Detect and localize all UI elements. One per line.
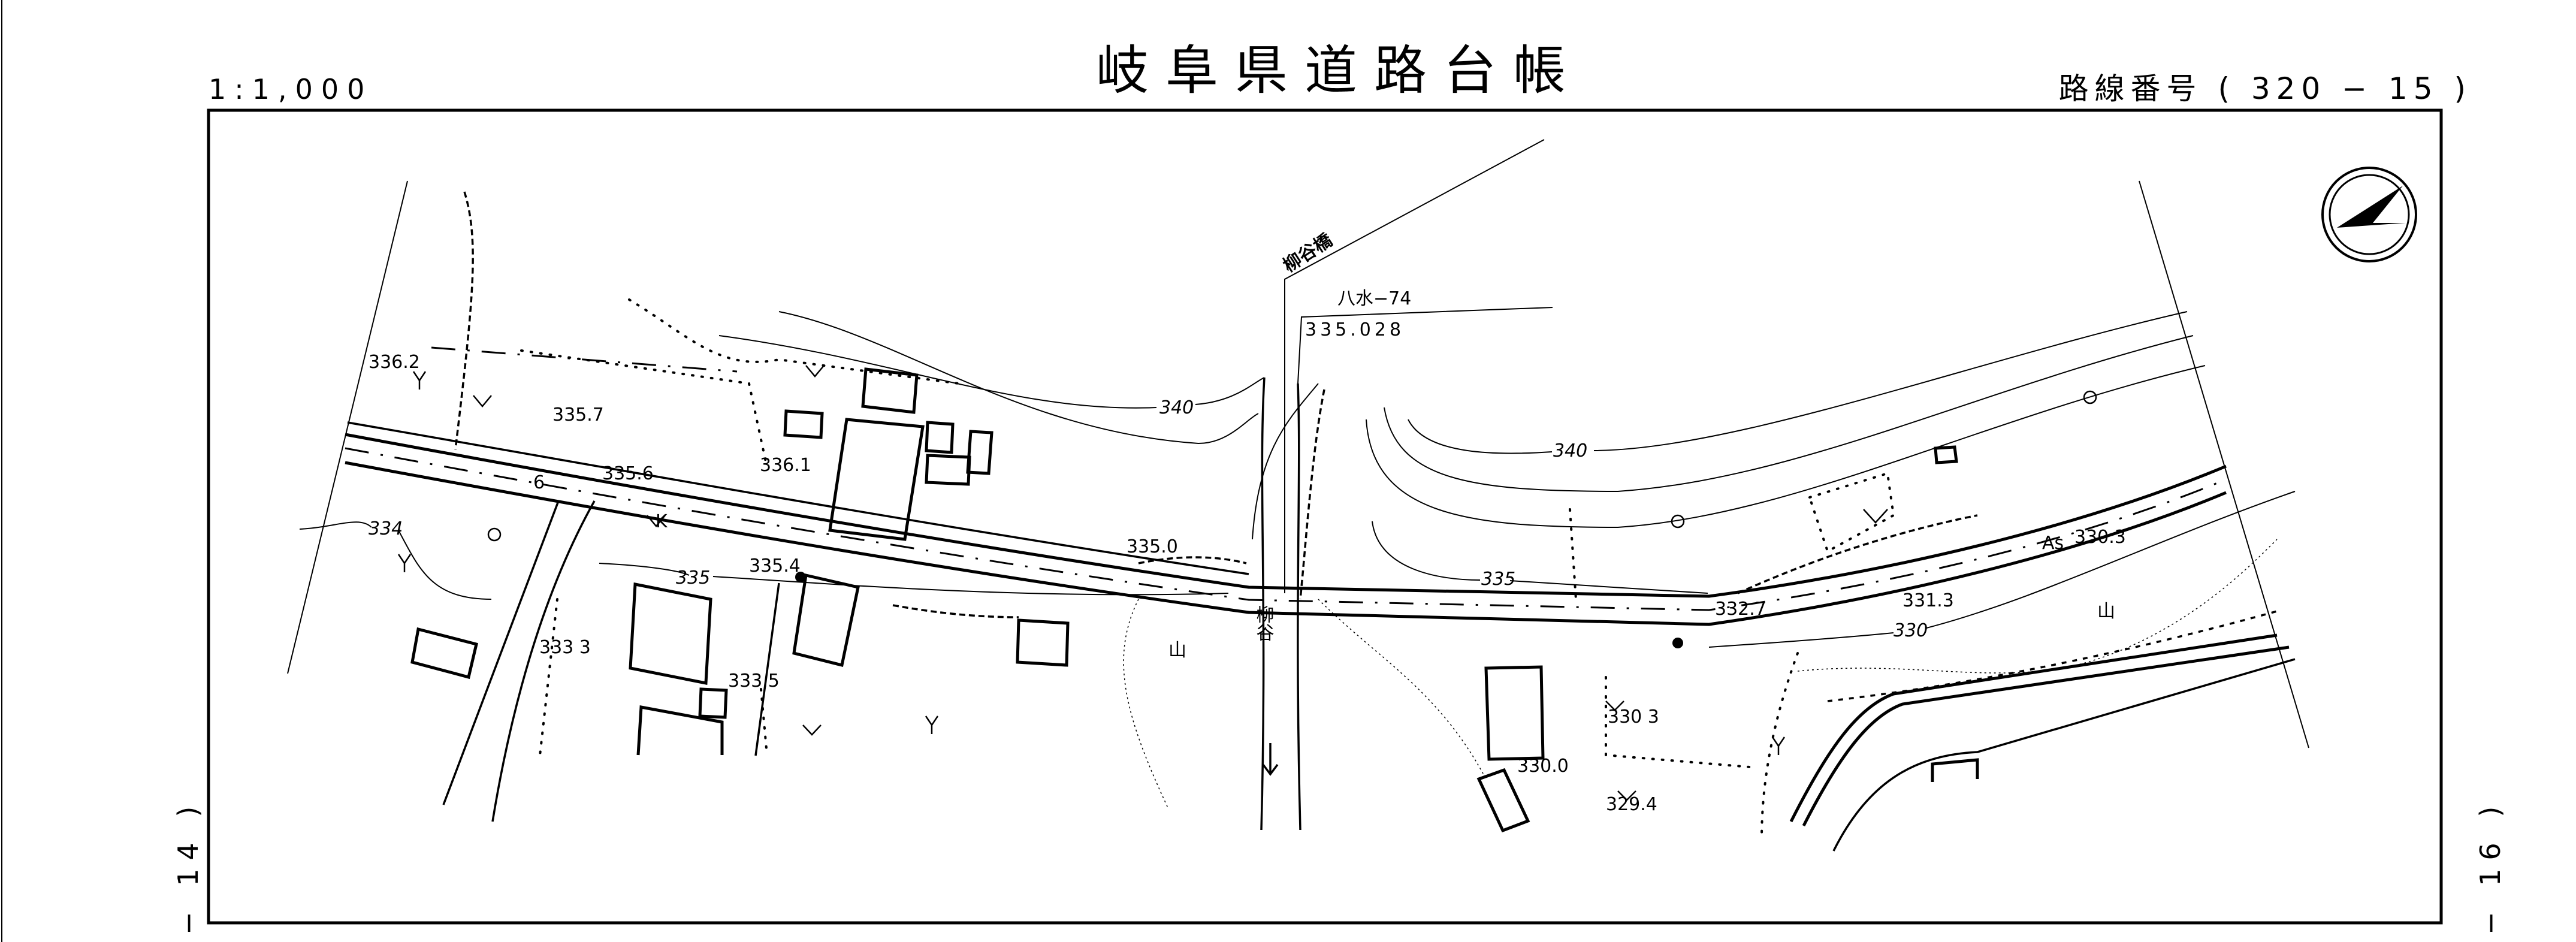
spot-elevation: 335.0 [1127, 536, 1178, 557]
stream-name: 柳谷 [1253, 605, 1274, 641]
building [698, 687, 728, 719]
bridge-name: 柳谷橋 [1279, 230, 1336, 277]
building [1476, 768, 1530, 833]
field-symbol-icon [473, 365, 1888, 801]
map-frame [207, 108, 2443, 925]
contour-label: 330 [1894, 620, 1928, 641]
buildings [410, 367, 1979, 833]
building [636, 705, 724, 756]
utility-pole-icon [795, 572, 806, 582]
contour-label: 340 [1553, 440, 1587, 461]
spot-elevation: 336.2 [369, 352, 420, 373]
building [792, 573, 860, 668]
benchmark-box-line [1297, 307, 1553, 384]
orchard-symbol-icon [397, 371, 1786, 755]
left-sheet-ref: − 14 ) [172, 798, 204, 935]
scale-label: 1:1,000 [209, 73, 373, 105]
building [861, 367, 919, 414]
building [1016, 618, 1070, 667]
contour-label: 334 [369, 518, 403, 539]
spot-elevation: 329.4 [1606, 794, 1657, 815]
utility-pole-icon [1672, 638, 1683, 648]
building [629, 582, 712, 686]
survey-boundary-right [2139, 180, 2309, 748]
parcel-boundaries [431, 298, 1895, 840]
spot-elevation: 333 3 [539, 637, 591, 658]
spot-elevation: 335.6 [602, 463, 654, 484]
road-width-mark: 6 [533, 472, 545, 493]
tree-symbol-icon [1671, 514, 1685, 529]
contour-label: 335 [1481, 569, 1515, 590]
spot-elevation: 330 3 [1608, 707, 1659, 727]
building [1931, 758, 1979, 782]
spot-elevation: 330.0 [1517, 756, 1569, 777]
spot-elevation: 335.7 [552, 404, 604, 425]
benchmark-id: 八水−74 [1337, 288, 1411, 309]
building [966, 430, 993, 475]
road-mark-k: K [656, 511, 668, 532]
spot-elevation: 332.7 [1715, 599, 1766, 620]
mountain-symbol-icon: 山 [2097, 601, 2115, 622]
prefectural-road [345, 421, 2227, 626]
mountain-symbol-icon: 山 [1168, 640, 1186, 661]
building [828, 418, 925, 541]
spot-elevation: 335.4 [749, 555, 801, 576]
bridge-leader-line [1284, 139, 1545, 593]
building [925, 421, 955, 454]
side-roads [442, 500, 2296, 852]
stream-yanagidani [1252, 377, 1319, 831]
benchmark-elevation: 335.028 [1305, 319, 1405, 340]
building [410, 627, 478, 680]
embankment-lines [454, 191, 2278, 702]
building [1484, 665, 1545, 761]
contour-label: 340 [1159, 397, 1194, 418]
spot-elevation: 331.3 [1902, 590, 1954, 611]
north-arrow-icon [2321, 167, 2417, 262]
pavement-type: As [2042, 533, 2064, 554]
contour-label: 335 [676, 567, 710, 588]
building [783, 409, 824, 439]
tree-symbol-icon [487, 527, 502, 542]
land-use-symbols: 山 山 [397, 365, 2115, 801]
route-number: 路線番号 ( 320 − 15 ) [2059, 71, 2472, 106]
survey-boundary-left [287, 180, 408, 674]
building [925, 454, 971, 486]
spot-elevation: 330.3 [2074, 527, 2126, 548]
building [1934, 445, 1958, 464]
flow-arrow-icon [1262, 743, 1279, 776]
tree-symbol-icon [2083, 390, 2097, 404]
right-sheet-ref: − 16 ) [2474, 798, 2506, 935]
spot-elevation: 333.5 [728, 671, 780, 692]
spot-elevation: 336.1 [760, 455, 811, 476]
contour-lines [299, 311, 2296, 810]
sheet-title: 岐阜県道路台帳 [1096, 40, 1583, 101]
